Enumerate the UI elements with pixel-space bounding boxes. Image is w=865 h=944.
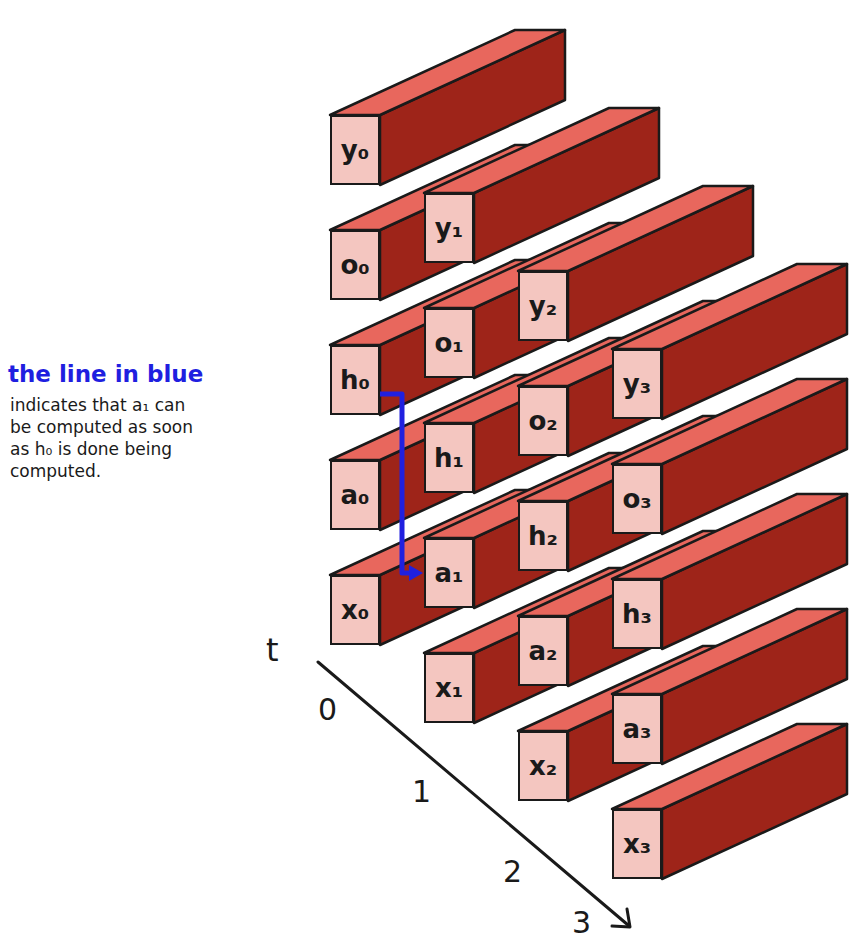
note-heading: the line in blue [8,360,203,390]
tick-label: 0 [318,690,337,729]
bar-label: a₀ [341,482,370,508]
axis-name: t [266,630,279,672]
bar-label: y₂ [529,293,557,319]
bar-face: h₁ [424,423,474,493]
bar-face: h₀ [330,345,380,415]
bar-label: a₂ [529,638,558,664]
bar-face: y₂ [518,271,568,341]
bar-label: o₁ [434,330,463,356]
dependency-arrow [380,394,423,581]
bar-label: x₀ [341,597,369,623]
bar-face: h₃ [612,579,662,649]
arrow-line [380,394,412,573]
bar-label: o₂ [528,408,557,434]
bar-label: a₁ [435,560,464,586]
bar-label: y₀ [341,137,369,163]
bar-face: y₁ [424,193,474,263]
bar-face: x₂ [518,731,568,801]
bar-face: y₀ [330,115,380,185]
bar-face: o₀ [330,230,380,300]
bar-label: y₁ [435,215,463,241]
bar-face: o₂ [518,386,568,456]
bar-label: y₃ [623,371,651,397]
bar-label: x₂ [529,753,557,779]
bar-label: o₃ [622,486,651,512]
bar-face: a₂ [518,616,568,686]
bar-face: o₃ [612,464,662,534]
bar-face: o₁ [424,308,474,378]
bar-face: h₂ [518,501,568,571]
bar-label: h₃ [622,601,652,627]
bar-face: x₀ [330,575,380,645]
note-text: indicates that a₁ can be computed as soo… [10,394,210,482]
bar-top [612,264,847,349]
arrow-head [409,565,423,581]
bar-face: a₁ [424,538,474,608]
tick-label: 3 [572,903,591,942]
bar-label: x₁ [435,675,463,701]
bar-label: h₁ [434,445,464,471]
bar-face: y₃ [612,349,662,419]
axis-arrowhead [612,909,630,927]
bar-face: x₁ [424,653,474,723]
bar-top [424,108,659,193]
bar-face: a₀ [330,460,380,530]
bar-top [518,186,753,271]
bar-label: h₂ [528,523,558,549]
tick-label: 1 [412,772,431,811]
bar-face: a₃ [612,694,662,764]
bar-top [330,30,565,115]
bar-label: h₀ [340,367,370,393]
tick-label: 2 [503,852,522,891]
bar-label: a₃ [623,716,652,742]
bar-label: o₀ [340,252,369,278]
bar-label: x₃ [623,831,651,857]
bar-face: x₃ [612,809,662,879]
